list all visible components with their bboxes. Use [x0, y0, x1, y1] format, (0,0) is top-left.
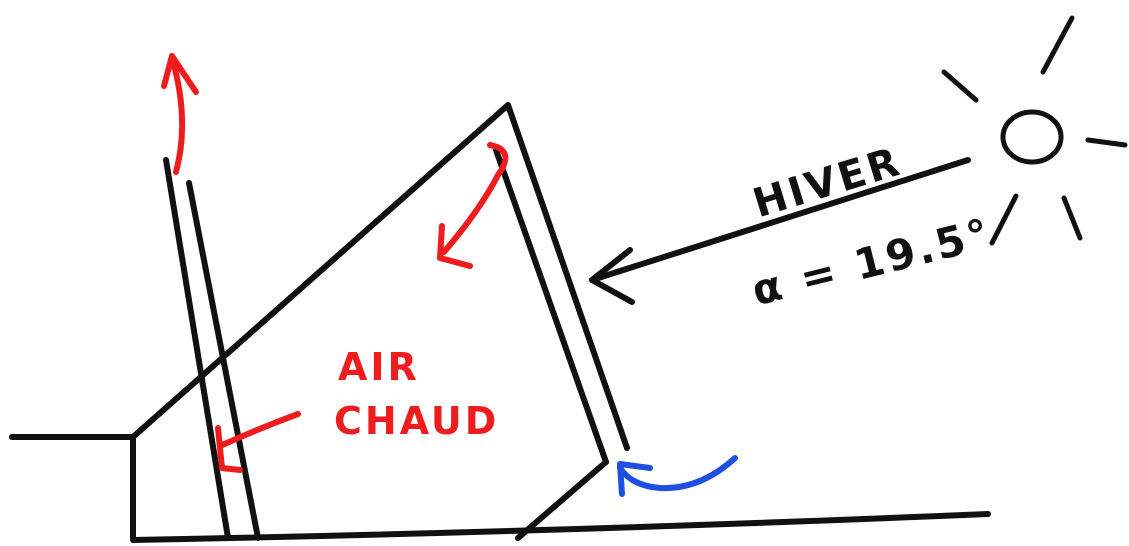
chimney	[163, 157, 261, 541]
greenhouse-base	[515, 459, 609, 541]
glazed-wall-inner	[493, 147, 609, 465]
hot-air-recirculation-arrowhead	[437, 223, 473, 269]
glazed-wall	[493, 102, 630, 465]
hot-air-label-line2: CHAUD	[334, 399, 499, 443]
cold-air-arrowhead	[617, 461, 653, 497]
sun-ray	[1085, 137, 1128, 148]
hot-air-exhaust-arrowhead	[161, 53, 199, 95]
ground-line	[130, 511, 991, 543]
cold-air-inlet-curve	[617, 455, 738, 492]
solar-ray-line	[589, 157, 971, 283]
sun-ray	[1040, 15, 1075, 75]
angle-label: α = 19.5°	[747, 208, 997, 315]
sun-ray	[941, 69, 979, 103]
hot-air-exhaust-arrow	[169, 55, 186, 175]
season-label: HIVER	[748, 139, 907, 228]
solar-ray-arrow	[589, 157, 971, 305]
sun-icon	[941, 15, 1128, 246]
hot-air-recirculation-arrow	[441, 142, 509, 255]
chimney-wall-right	[186, 180, 261, 541]
hot-air-inlet-arrowhead	[215, 425, 243, 473]
hot-air-arrows	[161, 53, 509, 473]
sun-disc	[1000, 109, 1064, 165]
chimney-wall-left	[163, 157, 231, 541]
sun-ray	[989, 193, 1019, 246]
glazed-wall-outer	[505, 102, 630, 451]
sun-ray	[1061, 195, 1083, 241]
hot-air-inlet-arrow	[217, 411, 301, 449]
hot-air-label-line1: AIR	[338, 345, 420, 389]
roof-slope	[130, 102, 511, 440]
cold-air-arrow	[617, 455, 738, 497]
solar-ray-arrowhead	[589, 247, 635, 305]
